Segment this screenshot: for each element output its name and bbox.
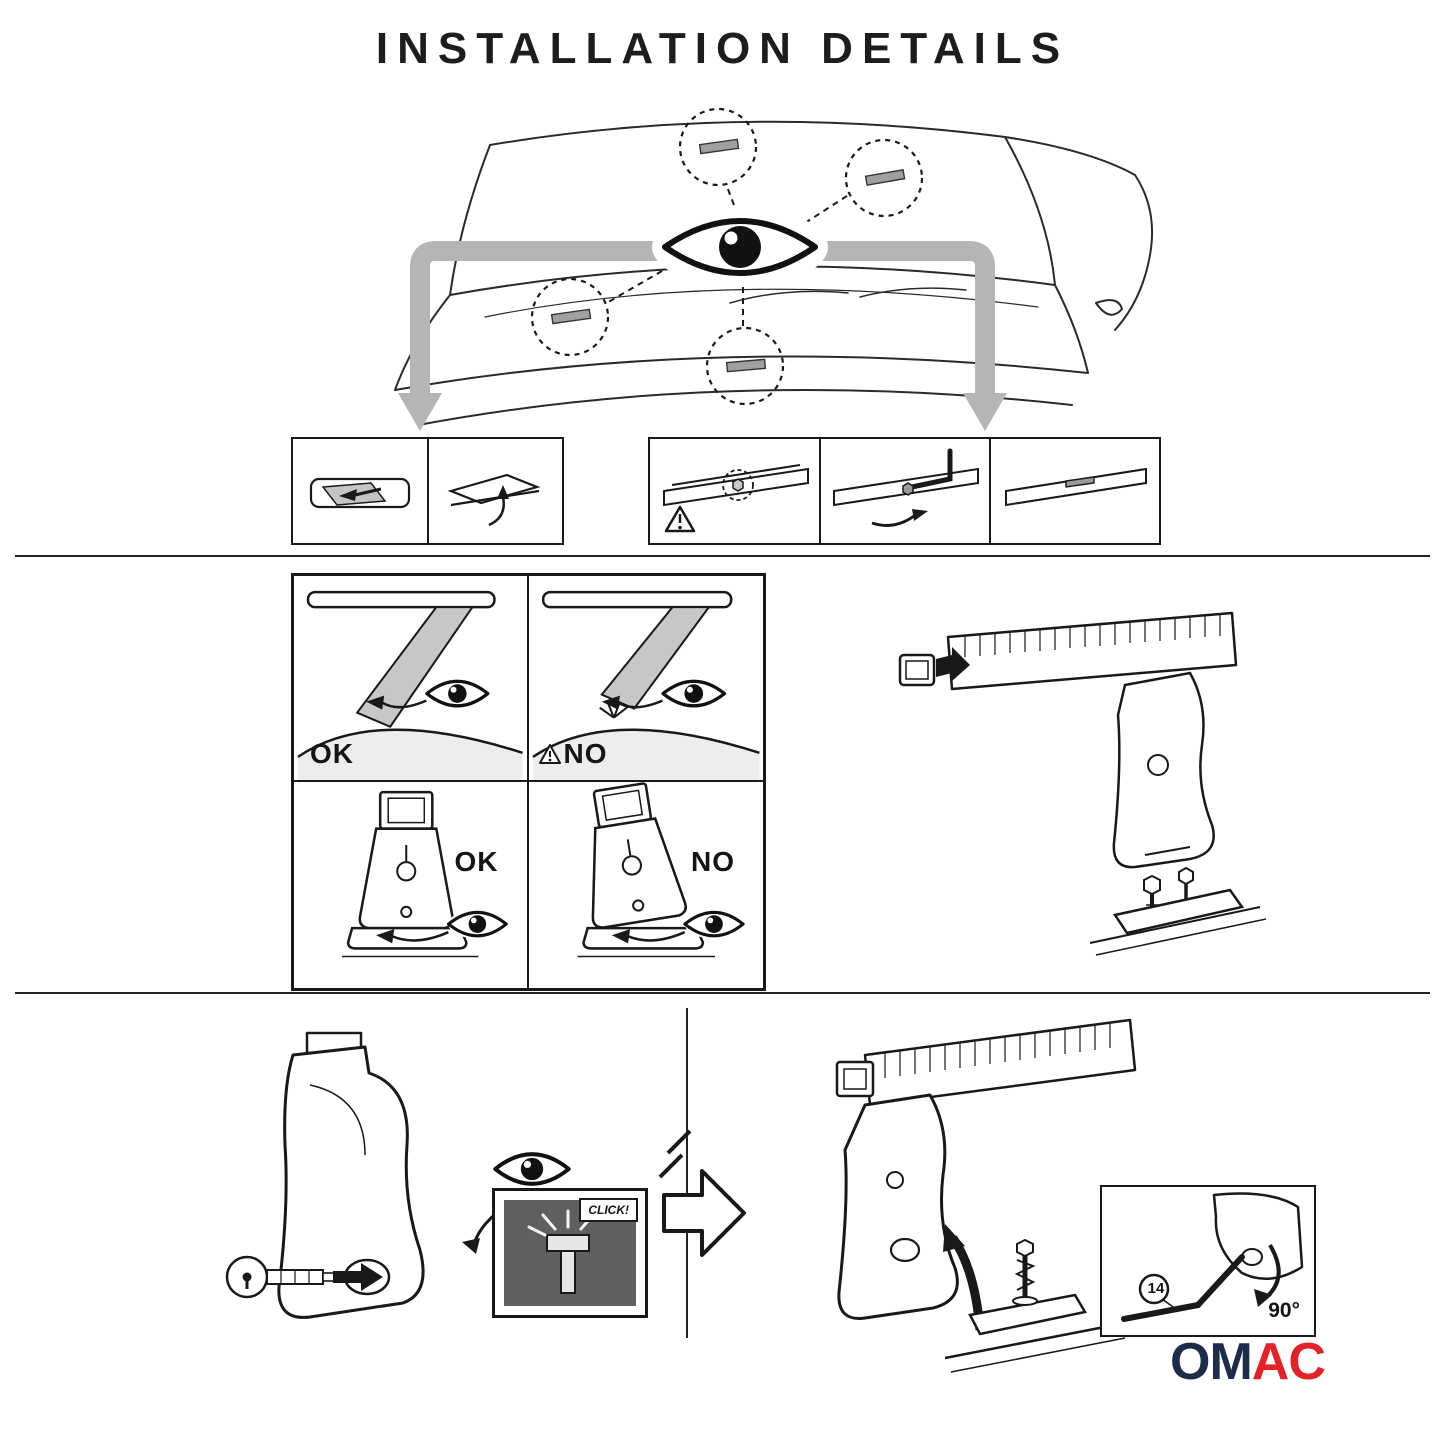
brand-logo-accent: AC: [1251, 1333, 1326, 1391]
end-cap: [835, 1060, 875, 1098]
allen-size-label: 14: [1147, 1280, 1165, 1297]
slot-ready-step: [1005, 467, 1147, 507]
no-label-row: NO: [538, 738, 608, 769]
bar-rib-lines: [884, 1023, 1111, 1078]
allen-key: [1121, 1254, 1245, 1322]
clamp-no-cell: NO: [528, 576, 763, 782]
bar-rib-lines: [964, 614, 1221, 657]
bolt-spring-assembly: [968, 1238, 1087, 1336]
insert-arrow-icon: [333, 1263, 383, 1291]
rotate-arrow-icon: [1254, 1243, 1281, 1307]
section-divider-2: [15, 992, 1430, 994]
t-bolt: [546, 1234, 590, 1294]
brand-logo: OMAC: [1170, 1333, 1326, 1391]
lock-cylinder-key: [225, 1255, 336, 1299]
page-title: INSTALLATION DETAILS: [375, 24, 1070, 73]
click-detail-panel: CLICK!: [492, 1188, 648, 1318]
click-label: CLICK!: [579, 1198, 638, 1222]
base-rails: [944, 1322, 1126, 1373]
rotate-arrow-icon: [871, 511, 919, 527]
bottom-section-divider: [686, 1008, 688, 1338]
fixpoint-cover-panel: [291, 437, 564, 545]
next-step-arrow-icon: [658, 1129, 746, 1257]
foot-no-cell: NO: [529, 782, 764, 988]
ok-label: OK: [310, 738, 354, 769]
ok-no-comparison-panel: OK: [291, 573, 766, 991]
foot-lock-illustration: [225, 1031, 425, 1319]
fixpoint-connector-lines: [604, 183, 851, 328]
foot-ok-cell: OK: [294, 782, 529, 988]
no-label: NO: [563, 738, 608, 769]
base-plate: [1089, 888, 1267, 956]
key-size-badge: [1138, 1273, 1170, 1305]
fixpoint-prep-panel: [648, 437, 1161, 545]
bar-endcap-assembly-illustration: [898, 611, 1267, 956]
allen-turn-step: [833, 448, 979, 527]
eye-icon: [376, 907, 508, 944]
warning-triangle-icon: [664, 505, 696, 533]
ok-label: OK: [454, 846, 499, 877]
warning-triangle-icon: [538, 744, 561, 764]
clamp-ok-cell: OK: [294, 576, 529, 782]
eye-icon: [366, 676, 490, 711]
angle-label: 90°: [1268, 1299, 1300, 1322]
foot-bracket: [1112, 671, 1215, 869]
cover-open-step: [447, 473, 541, 527]
allen-torque-drawing: [1121, 1192, 1304, 1322]
fixpoint-markers: [530, 107, 924, 406]
insert-arrow-icon: [936, 647, 970, 681]
nut-location-step: [663, 464, 809, 533]
eye-icon: [652, 207, 828, 287]
foot-no-drawing: [577, 782, 745, 958]
cover-slide-step: [309, 477, 411, 509]
end-cap: [898, 653, 936, 687]
eye-icon: [601, 676, 726, 711]
car-roof-illustration: [394, 107, 1154, 431]
foot-ok-drawing: [342, 790, 508, 958]
fixpoint-cover-steps: [309, 439, 541, 543]
brand-logo-front: OM: [1170, 1333, 1253, 1391]
clamp-no-drawing: [531, 590, 760, 780]
final-assembly-illustration: [835, 1018, 1137, 1373]
section-divider-1: [15, 555, 1430, 557]
eye-icon: [611, 907, 745, 944]
clamp-ok-drawing: [297, 590, 523, 780]
foot-body: [837, 1093, 959, 1320]
no-label: NO: [691, 846, 735, 877]
allen-torque-panel: 14 90°: [1100, 1185, 1316, 1337]
fixpoint-prep-steps: [663, 439, 1147, 543]
